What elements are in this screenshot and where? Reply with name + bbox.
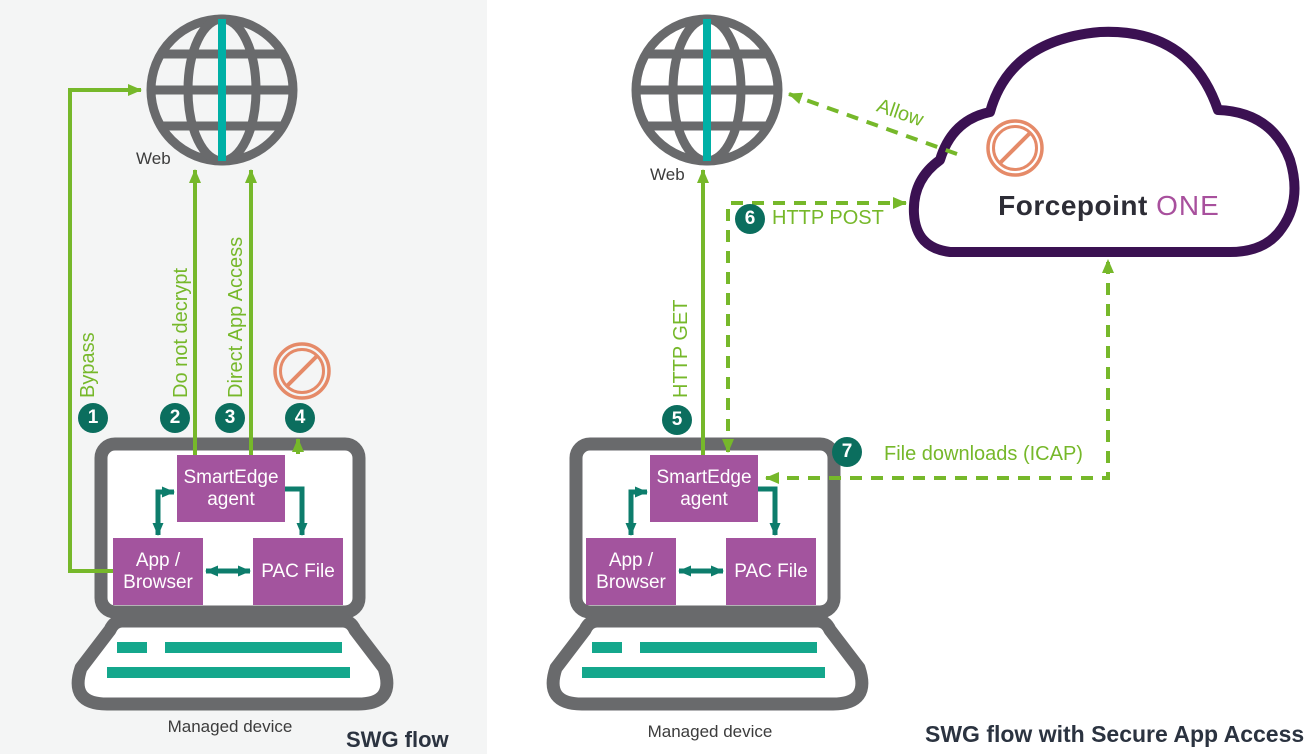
forcepoint-brand-text: Forcepoint <box>998 190 1148 221</box>
step-badge-7: 7 <box>832 437 862 467</box>
forcepoint-one-cloud <box>908 26 1300 257</box>
swg-flow-arrows <box>68 84 304 573</box>
secure-app-access-arrows <box>697 92 1114 484</box>
app-browser-box-right: App / Browser <box>586 538 676 605</box>
bypass-label: Bypass <box>77 332 99 398</box>
app-browser-box-left: App / Browser <box>113 538 203 605</box>
smartedge-agent-box-right: SmartEdge agent <box>650 455 758 522</box>
managed-device-caption-right: Managed device <box>647 722 773 741</box>
http-post-label: HTTP POST <box>772 207 884 229</box>
device-connectors-left <box>152 486 308 577</box>
web-label-left: Web <box>136 149 171 168</box>
device-connectors-right <box>625 486 781 577</box>
step-badge-4: 4 <box>285 403 315 433</box>
pac-file-box-left: PAC File <box>253 538 343 605</box>
do-not-decrypt-label: Do not decrypt <box>170 267 192 398</box>
step-badge-1: 1 <box>78 403 108 433</box>
managed-device-caption-left: Managed device <box>167 717 293 736</box>
step-badge-5: 5 <box>662 405 692 435</box>
web-label-right: Web <box>650 165 685 184</box>
step-badge-3: 3 <box>215 403 245 433</box>
step-badge-2: 2 <box>160 403 190 433</box>
file-downloads-icap-label: File downloads (ICAP) <box>884 443 1083 465</box>
direct-app-access-label: Direct App Access <box>225 236 247 398</box>
step-badge-6: 6 <box>735 204 765 234</box>
secure-app-access-title: SWG flow with Secure App Access <box>925 721 1305 747</box>
pac-file-box-right: PAC File <box>726 538 816 605</box>
http-get-label: HTTP GET <box>670 299 692 398</box>
swg-flow-title: SWG flow <box>346 727 449 752</box>
forcepoint-product-text: ONE <box>1156 190 1220 221</box>
forcepoint-one-logo: Forcepoint ONE <box>995 190 1223 222</box>
smartedge-agent-box-left: SmartEdge agent <box>177 455 285 522</box>
